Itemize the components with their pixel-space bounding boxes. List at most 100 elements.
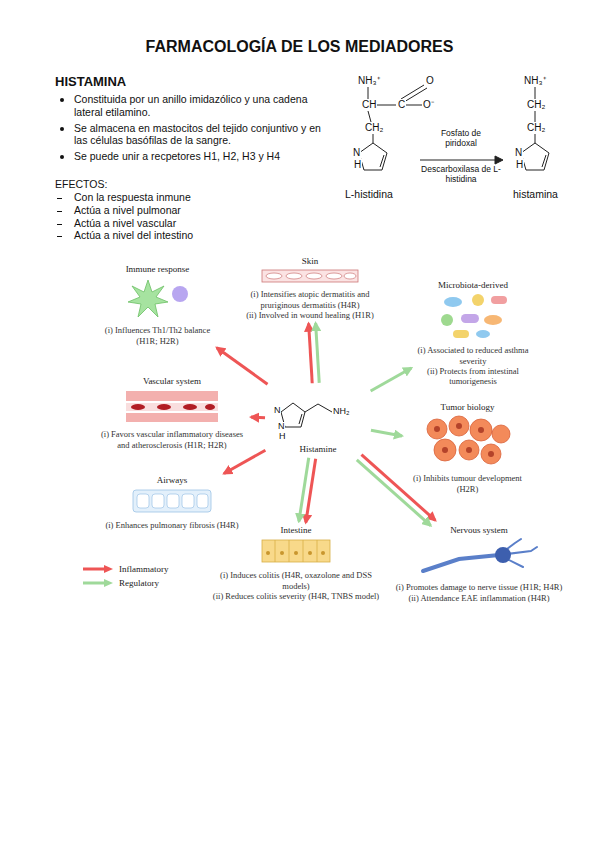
bullet-text: Se puede unir a recpetores H1, H2, H3 y … (74, 150, 332, 163)
bullet-dot (60, 98, 64, 102)
bullet-dot (60, 127, 64, 131)
effect-group: Immune response (i) Influences Th1/Th2 ba… (100, 264, 215, 346)
dash-item-text: Actúa a nivel vascular (74, 217, 334, 230)
effect-group: Tumor biology (i) Inhibits tumour develop… (405, 402, 530, 494)
section-heading: EFECTOS: (55, 178, 107, 191)
effect-arrow (309, 324, 313, 384)
group-illustration (124, 388, 220, 424)
effect-text: (i) Promotes damage to nerve tissue (H1R… (390, 582, 568, 592)
arrow-label: Fosfato de piridoxal (425, 129, 497, 149)
dash-mark (57, 198, 62, 199)
group-heading: Tumor biology (405, 402, 530, 413)
molecule-name: Histamine (268, 444, 368, 455)
effect-arrow (251, 416, 265, 420)
effect-arrow (224, 450, 265, 473)
atom-label: H (279, 432, 286, 442)
atom-label: O (425, 75, 435, 87)
molecule-structure: NNH₂NH (268, 386, 368, 444)
atom-label: O⁻ (422, 99, 435, 111)
group-illustration (131, 487, 213, 515)
legend-swatch (82, 578, 114, 588)
effect-text: (i) Intensifies atopic dermatitis and pr… (232, 289, 388, 310)
group-heading: Skin (232, 256, 388, 267)
effect-group: Intestine (i) Induces colitis (H4R, oxazo… (208, 525, 384, 601)
effect-text: (ii) Attendance EAE inflammation (H4R) (390, 593, 568, 603)
group-icon (423, 414, 513, 472)
bullet-dot (60, 155, 64, 159)
group-icon (260, 537, 332, 569)
group-icon (124, 388, 220, 428)
effect-text: (i) Enhances pulmonary fibrosis (H4R) (96, 520, 248, 530)
legend-swatch (82, 564, 114, 574)
effect-text: (i) Induces colitis (H4R, oxazolone and … (208, 570, 384, 591)
atom-label: NH₂ (333, 407, 350, 417)
group-heading: Vascular system (96, 376, 248, 387)
reaction-scheme: NH₃⁺OCHCO⁻CH₂NHL-histidinaFosfato de pir… (335, 72, 597, 207)
group-illustration (423, 414, 513, 468)
group-heading: Microbiota-derived (414, 280, 532, 291)
atom-label: N (352, 147, 361, 159)
legend: InflammatoryRegulatory (82, 562, 168, 590)
effect-text: (ii) Involved in wound healing (H1R) (232, 310, 388, 320)
effect-text: (i) Associated to reduced asthma severit… (414, 345, 532, 366)
atom-label: CH (361, 99, 377, 111)
atom-label: N (278, 422, 285, 432)
bullet-text: Se almacena en mastocitos del tejido con… (74, 122, 332, 148)
atom-label: CH₂ (526, 99, 546, 111)
effect-arrow (371, 368, 412, 391)
effect-arrow (217, 348, 268, 385)
effect-text: (i) Influences Th1/Th2 balance (H1R; H2R… (100, 325, 215, 346)
group-icon (433, 292, 513, 344)
legend-row: Regulatory (82, 576, 168, 590)
atom-label: CH₂ (526, 122, 546, 134)
atom-label: NH₃⁺ (357, 75, 381, 87)
group-illustration (260, 268, 360, 284)
dash-mark (57, 224, 62, 225)
atom-label: CH₂ (364, 122, 384, 134)
effect-arrow (357, 460, 431, 526)
compound-name: histamina (513, 188, 558, 200)
group-heading: Nervous system (390, 525, 568, 536)
dash-mark (57, 236, 62, 237)
effect-group: Microbiota-derived (i) Associated to redu… (414, 280, 532, 387)
atom-label: N (274, 406, 281, 416)
legend-text: Regulatory (119, 578, 159, 588)
effect-arrow (316, 323, 320, 383)
group-icon (118, 276, 198, 324)
group-icon (260, 268, 360, 288)
compound-name: L-histidina (345, 188, 393, 200)
group-icon (131, 487, 213, 519)
effect-group: Airways(i) Enhances pulmonary fibrosis (… (96, 475, 248, 531)
section-heading: HISTAMINA (55, 74, 126, 89)
group-illustration (118, 276, 198, 320)
atom-label: N (514, 147, 523, 159)
group-heading: Intestine (208, 525, 384, 536)
effect-group: Skin (i) Intensifies atopic dermatitis an… (232, 256, 388, 320)
dash-item-text: Actúa a nivel pulmonar (74, 204, 334, 217)
dash-item-text: Con la respuesta inmune (74, 191, 334, 204)
effect-text: (ii) Reduces colitis severity (H4R, TNBS… (208, 591, 384, 601)
page-title: FARMACOLOGÍA DE LOS MEDIADORES (0, 38, 599, 56)
effect-group: Vascular system (i) Favors vascular infla… (96, 376, 248, 450)
effect-text: (i) Favors vascular inflammatory disease… (96, 429, 248, 450)
group-illustration (433, 292, 513, 340)
arrow-label: Descarboxilasa de L-histidina (413, 165, 509, 185)
effect-text: (ii) Protects from intestinal tumorigene… (414, 366, 532, 387)
dash-mark (57, 211, 62, 212)
atom-label: H (515, 159, 524, 171)
effect-arrow (299, 458, 309, 522)
effect-arrow (361, 455, 435, 521)
group-illustration (260, 537, 332, 565)
effect-text: (i) Inhibits tumour development (H2R) (405, 473, 530, 494)
group-illustration (419, 537, 539, 577)
bullet-text: Constituida por un anillo imidazólico y … (74, 93, 332, 119)
group-icon (419, 537, 539, 581)
effect-group: Nervous system (i) Promotes damage to ner… (390, 525, 568, 603)
group-heading: Immune response (100, 264, 215, 275)
dash-item-text: Actúa a nivel del intestino (74, 229, 334, 242)
atom-label: NH₃⁺ (523, 75, 547, 87)
legend-row: Inflammatory (82, 562, 168, 576)
central-molecule: NNH₂NHHistamine (268, 386, 368, 455)
legend-text: Inflammatory (119, 564, 168, 574)
